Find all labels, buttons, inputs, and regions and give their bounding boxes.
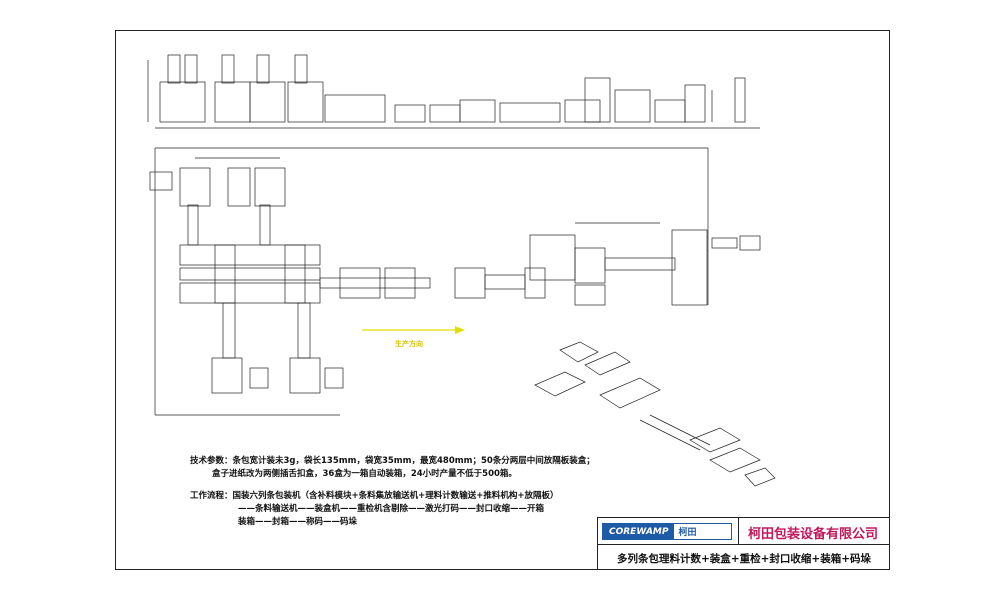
title-block: COREWAMP 柯田 柯田包装设备有限公司 多列条包理料计数+装盒+重检+封口… <box>597 517 890 570</box>
production-direction-arrow <box>362 326 465 334</box>
isometric-view <box>534 341 776 487</box>
logo-brand-cn: 柯田 <box>678 528 697 538</box>
logo-brand: COREWAMP <box>603 524 675 539</box>
process-line-2: ——条料输送机——装盒机——重检机含剔除——激光打码——封口收缩——开箱 <box>238 504 545 514</box>
spec-line-2: 盒子进纸改为两侧插舌扣盒，36盒为一箱自动装箱，24小时产量不低于500箱。 <box>212 469 517 479</box>
company-name: 柯田包装设备有限公司 <box>748 527 879 542</box>
plan-view <box>149 147 761 416</box>
company-logo: COREWAMP 柯田 <box>602 523 732 540</box>
process-line-3: 装箱——封箱——称码——码垛 <box>238 517 358 527</box>
process-line-1: 工作流程：国装六列条包装机（含补料模块+条料集放输送机+理料计数输送+推料机构+… <box>190 491 559 501</box>
drawing-sheet <box>115 30 890 570</box>
direction-label: 生产方向 <box>395 339 423 348</box>
spec-line-1: 技术参数：条包宽计装未3g，袋长135mm，袋宽35mm，最宽480mm；50条… <box>190 456 595 466</box>
title-block-header: COREWAMP 柯田 柯田包装设备有限公司 <box>598 518 890 545</box>
elevation-view <box>147 54 760 129</box>
drawing-title: 多列条包理料计数+装盒+重检+封口收缩+装箱+码垛 <box>617 552 871 565</box>
title-block-divider <box>738 518 739 544</box>
